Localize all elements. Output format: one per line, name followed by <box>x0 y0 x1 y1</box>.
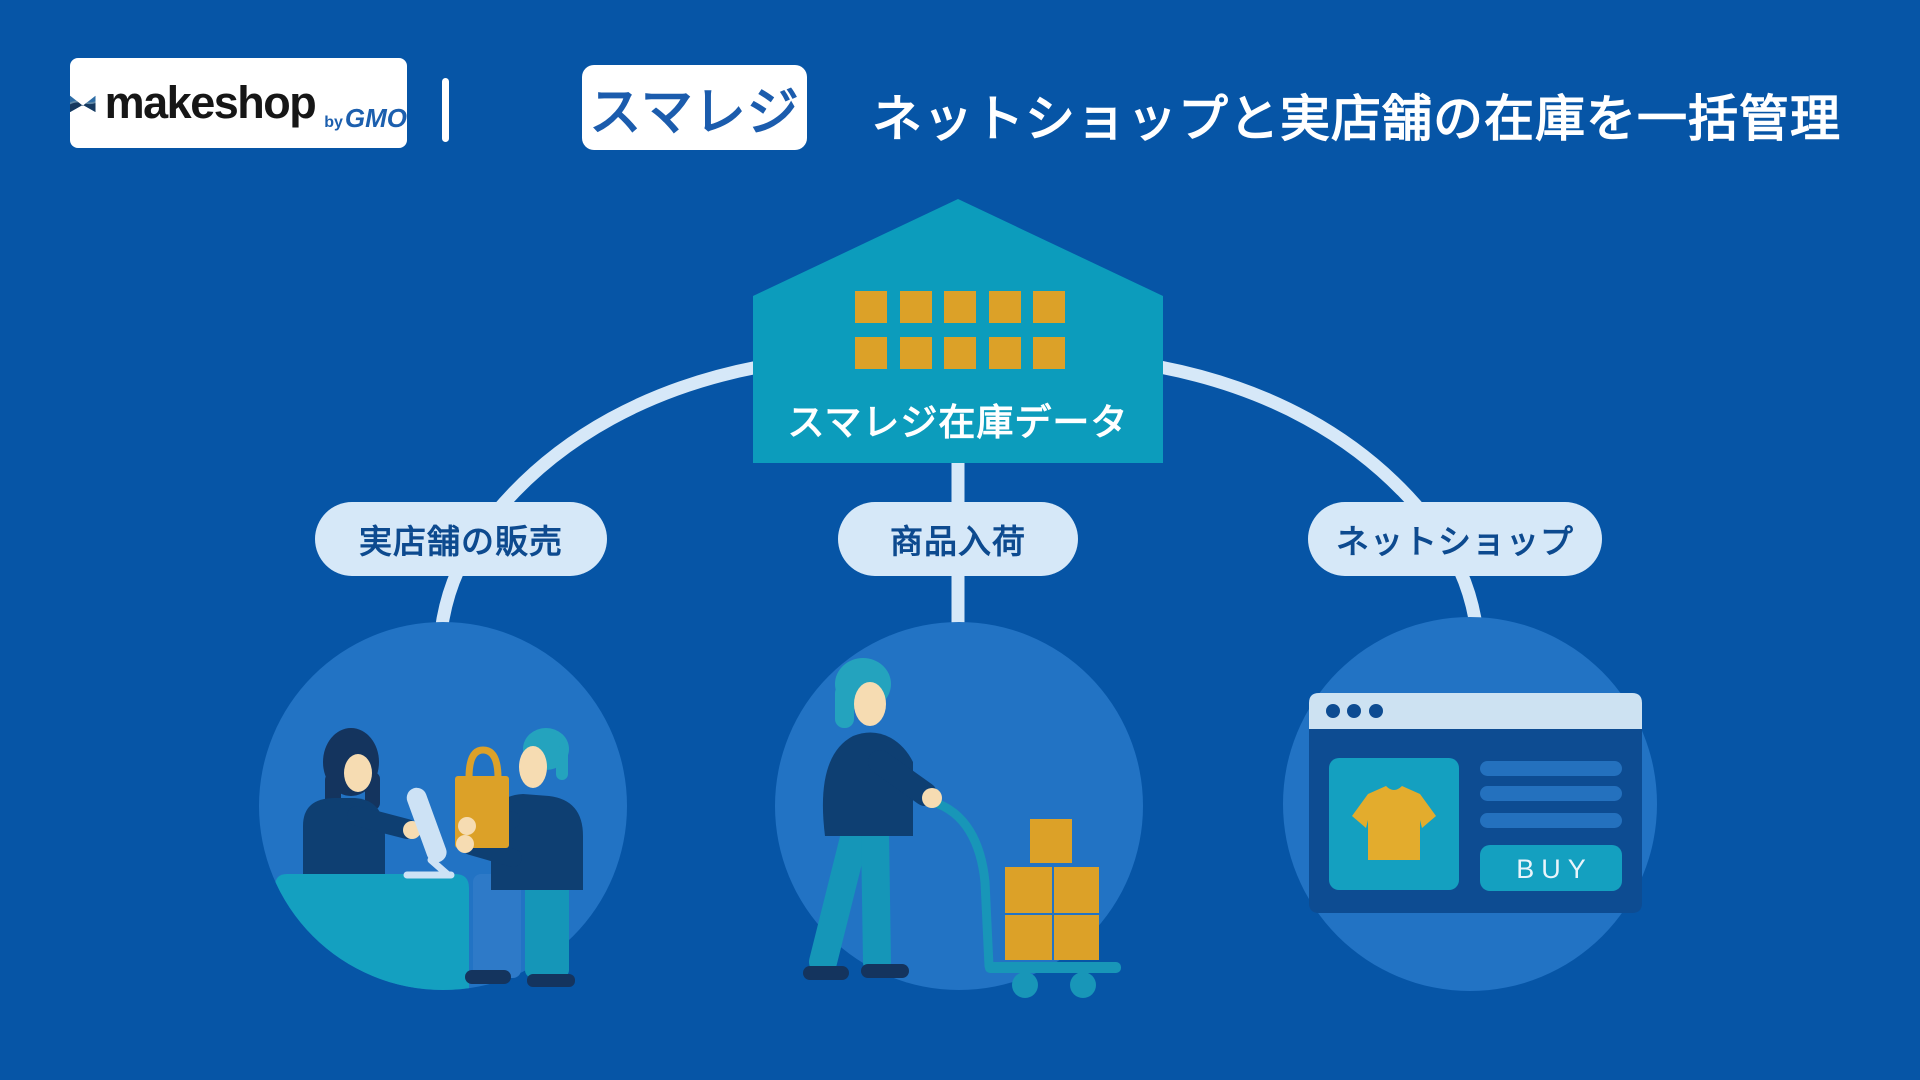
online-shop-illustration <box>1309 693 1642 913</box>
branch-label-online-shop: ネットショップ <box>1308 502 1602 576</box>
by-label: by <box>324 114 343 131</box>
hand-truck-icon <box>928 797 1121 998</box>
tshirt-icon <box>1352 786 1436 860</box>
house-windows-icon <box>855 291 1065 369</box>
text-line-placeholders <box>1480 761 1622 828</box>
scene-store-checkout <box>259 622 627 990</box>
box-stack-icon <box>1005 819 1099 960</box>
hub-label: スマレジ在庫データ <box>787 402 1129 443</box>
gmo-wordmark: GMO <box>344 103 407 133</box>
browser-window <box>1309 693 1642 913</box>
house-shape <box>753 199 1163 463</box>
scene-goods-receiving <box>775 622 1143 998</box>
smaregi-wordmark: スマレジ <box>589 84 800 142</box>
buy-button-label: BUY <box>1516 853 1593 884</box>
makeshop-wordmark: makeshop <box>104 77 317 128</box>
store-checkout-illustration <box>275 728 583 990</box>
goods-receiving-illustration <box>803 658 1121 998</box>
smaregi-logo: スマレジ <box>582 65 807 150</box>
makeshop-m-icon <box>70 95 96 113</box>
logo-separator-bar <box>442 78 449 142</box>
branch-label-store-sales: 実店舗の販売 <box>315 502 607 576</box>
branch-label-goods-receiving: 商品入荷 <box>838 502 1078 576</box>
scene-online-shop <box>1283 617 1657 991</box>
buy-button <box>1480 845 1622 891</box>
worker-person <box>803 658 942 980</box>
browser-titlebar <box>1309 693 1642 729</box>
monitor-icon <box>403 787 455 879</box>
warehouse-icon <box>753 199 1163 463</box>
customer-person <box>462 728 583 987</box>
connector-right-arc <box>1153 360 1484 639</box>
browser-dots-icon <box>1326 704 1383 718</box>
shopping-bag-icon <box>455 746 509 853</box>
checkout-counter <box>275 874 469 990</box>
connector-left-arc <box>434 360 765 639</box>
cashier-person <box>303 728 421 874</box>
page-title: ネットショップと実店舗の在庫を一括管理 <box>872 91 1841 147</box>
